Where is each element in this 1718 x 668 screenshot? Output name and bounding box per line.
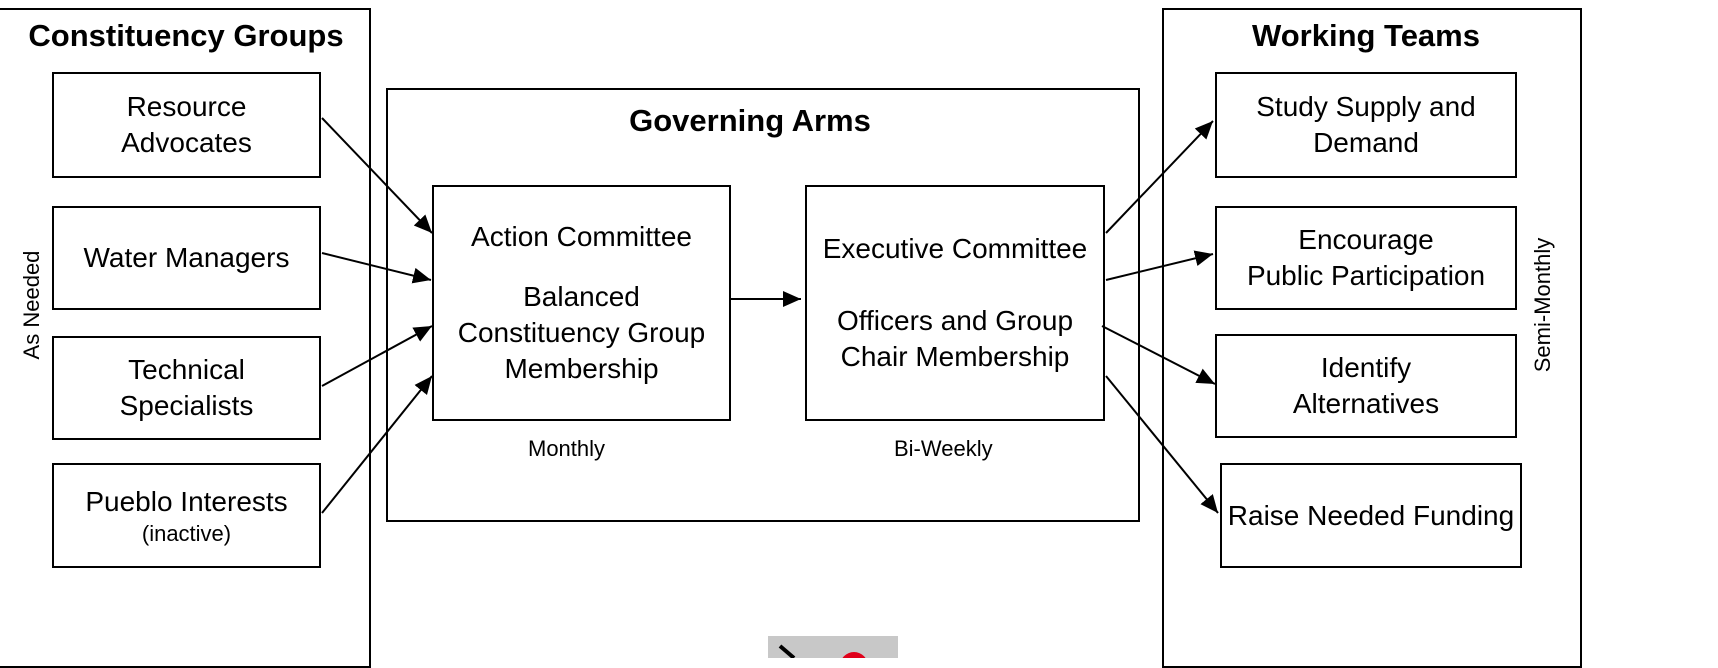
raise-needed-funding-box: Raise Needed Funding — [1220, 463, 1522, 568]
encourage-public-participation-box: Encourage Public Participation — [1215, 206, 1517, 310]
executive-frequency: Bi-Weekly — [894, 436, 993, 461]
governing-arms-title: Governing Arms — [629, 103, 871, 138]
working-teams-title: Working Teams — [1252, 18, 1480, 53]
arrow-executive-to-study — [1105, 120, 1214, 234]
pen-icon[interactable] — [778, 644, 796, 658]
close-icon[interactable] — [840, 652, 868, 658]
arrow-technical-to-action — [321, 325, 433, 387]
action-committee-box: Action Committee Balanced Constituency G… — [432, 185, 731, 421]
arrow-executive-to-identify — [1101, 325, 1216, 385]
water-managers-box: Water Managers — [52, 206, 321, 310]
arrow-water-to-action — [321, 252, 432, 284]
resource-advocates-box: Resource Advocates — [52, 72, 321, 178]
study-supply-demand-box: Study Supply and Demand — [1215, 72, 1517, 178]
arrow-executive-to-funding — [1105, 375, 1219, 514]
constituency-groups-title: Constituency Groups — [28, 18, 344, 53]
arrow-executive-to-encourage — [1105, 250, 1214, 281]
technical-specialists-box: Technical Specialists — [52, 336, 321, 440]
pueblo-interests-box: Pueblo Interests (inactive) — [52, 463, 321, 568]
executive-committee-box: Executive Committee Officers and Group C… — [805, 185, 1105, 421]
identify-alternatives-box: Identify Alternatives — [1215, 334, 1517, 438]
drawing-toolbar[interactable] — [768, 636, 898, 658]
arrow-resource-to-action — [321, 117, 433, 234]
inactive-note: (inactive) — [141, 520, 232, 546]
arrow-pueblo-to-action — [321, 375, 433, 514]
action-frequency: Monthly — [528, 436, 606, 461]
